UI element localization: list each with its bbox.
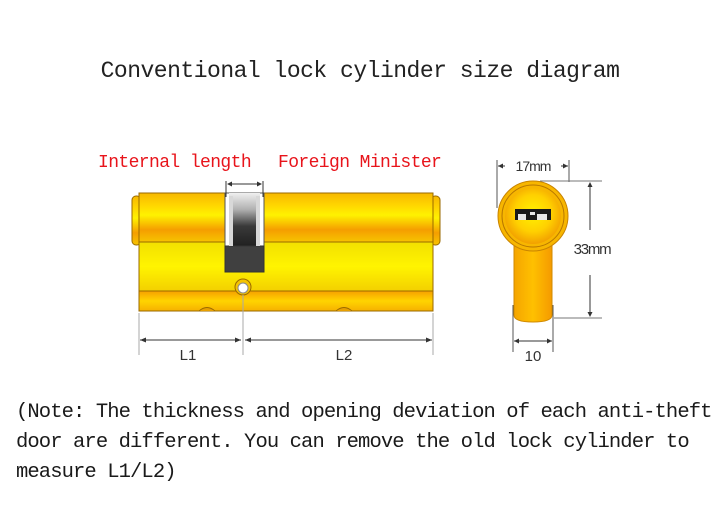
- height-label: 33mm: [574, 241, 612, 258]
- width-bottom-label: 10: [525, 348, 542, 365]
- cylinder-stem: [513, 244, 553, 323]
- cylinder-plug: [138, 192, 434, 243]
- bottom-hole-right: [335, 307, 353, 312]
- internal-length-label: Internal length: [98, 153, 252, 173]
- cylinder-body: [138, 241, 434, 292]
- l1-label: L1: [180, 347, 197, 364]
- width-top-label: 17mm: [516, 158, 551, 174]
- diagram-title: Conventional lock cylinder size diagram: [100, 58, 620, 84]
- keyway-icon: [515, 209, 551, 220]
- cylinder-side-view: L1 L2: [131, 181, 441, 364]
- external-length-label: Foreign Minister: [278, 153, 442, 173]
- cam-slot: [224, 192, 265, 273]
- l2-label: L2: [336, 347, 353, 364]
- cylinder-base: [138, 290, 434, 312]
- note-line: door are different. You can remove the o…: [16, 431, 690, 454]
- cylinder-front-view: 17mm 33mm 10: [496, 158, 612, 365]
- note-line: (Note: The thickness and opening deviati…: [16, 401, 712, 424]
- bottom-hole-left: [198, 307, 216, 312]
- note-line: measure L1/L2): [16, 461, 177, 484]
- measurement-note: (Note: The thickness and opening deviati…: [16, 398, 716, 488]
